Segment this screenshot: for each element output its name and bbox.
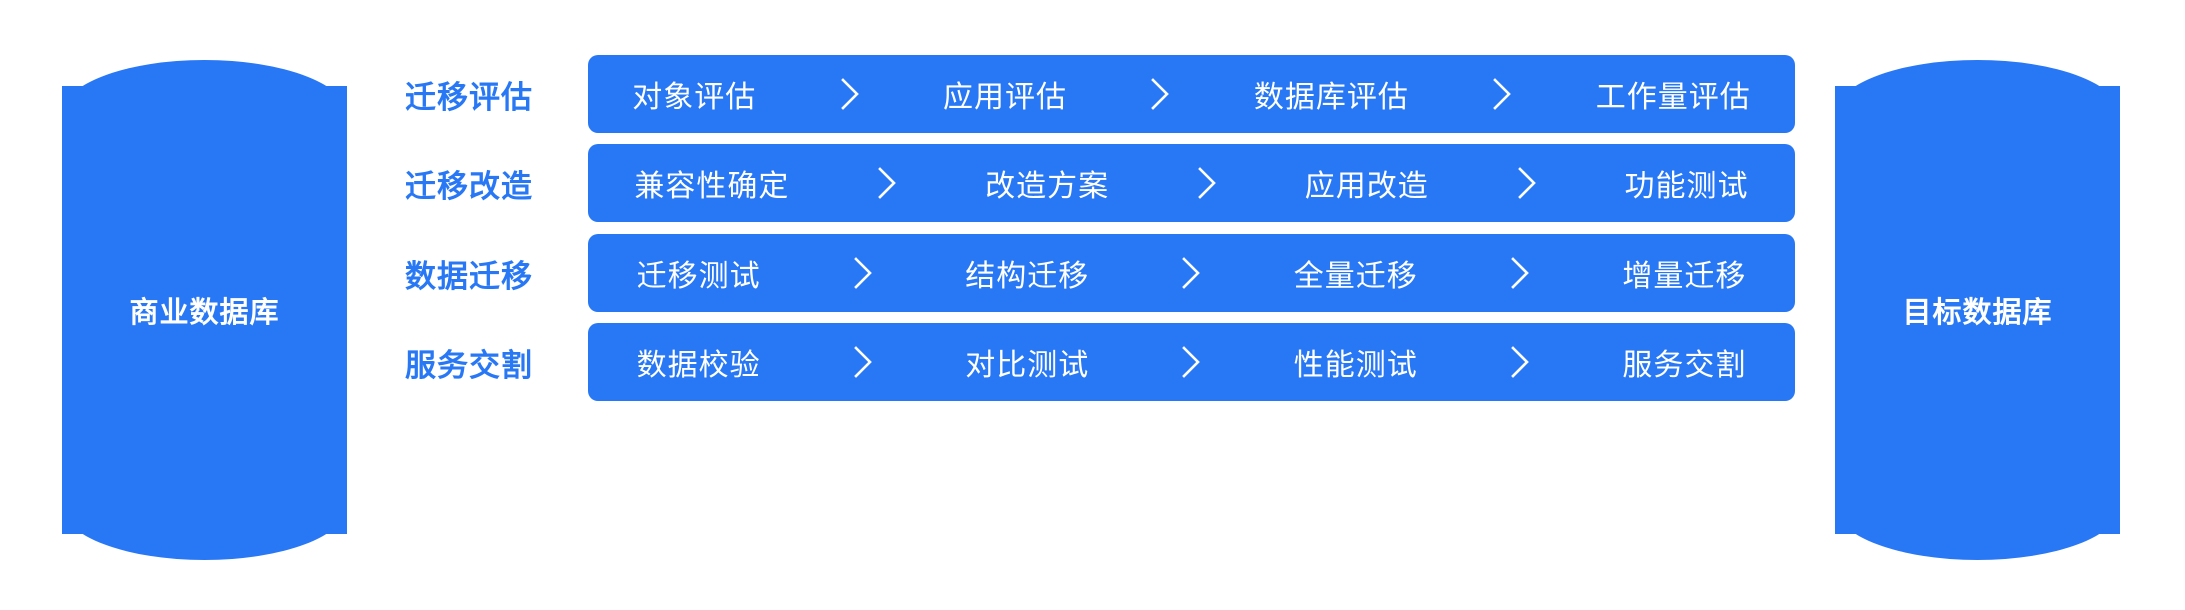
step-2-1[interactable]: 兼容性确定 bbox=[634, 170, 790, 203]
step-2-4[interactable]: 功能测试 bbox=[1624, 170, 1749, 203]
step-3-2[interactable]: 结构迁移 bbox=[965, 260, 1090, 293]
chevron-right-icon bbox=[1511, 346, 1529, 378]
phase-label-4: 服务交割 bbox=[405, 347, 533, 383]
source-database-cylinder: 商业数据库 bbox=[62, 60, 347, 560]
step-1-1[interactable]: 对象评估 bbox=[632, 81, 757, 114]
step-3-3[interactable]: 全量迁移 bbox=[1293, 260, 1418, 293]
step-2-3[interactable]: 应用改造 bbox=[1304, 170, 1429, 203]
phase-steps-bar-1: 对象评估 应用评估 数据库评估 工作量评估 bbox=[588, 55, 1795, 133]
step-4-4[interactable]: 服务交割 bbox=[1622, 349, 1747, 382]
chevron-right-icon bbox=[840, 78, 859, 110]
chevron-right-icon bbox=[1182, 346, 1201, 378]
chevron-right-icon bbox=[854, 257, 872, 289]
step-3-1[interactable]: 迁移测试 bbox=[636, 260, 761, 293]
step-4-2[interactable]: 对比测试 bbox=[965, 349, 1090, 382]
cylinder-body bbox=[62, 86, 347, 534]
step-1-3[interactable]: 数据库评估 bbox=[1253, 81, 1409, 114]
phase-row-3: 数据迁移 迁移测试 结构迁移 全量迁移 增量迁移 bbox=[405, 234, 1795, 312]
chevron-right-icon bbox=[1182, 257, 1201, 289]
phase-label-3: 数据迁移 bbox=[405, 258, 533, 294]
chevron-right-icon bbox=[1198, 167, 1216, 199]
chevron-right-icon bbox=[854, 346, 872, 378]
phase-row-1: 迁移评估 对象评估 应用评估 数据库评估 工作量评估 bbox=[405, 55, 1795, 133]
step-4-1[interactable]: 数据校验 bbox=[636, 349, 761, 382]
step-1-4[interactable]: 工作量评估 bbox=[1595, 81, 1751, 114]
phase-row-4: 服务交割 数据校验 对比测试 性能测试 服务交割 bbox=[405, 323, 1795, 401]
phase-label-2: 迁移改造 bbox=[405, 168, 533, 204]
target-database-cylinder: 目标数据库 bbox=[1835, 60, 2120, 560]
chevron-right-icon bbox=[1151, 78, 1170, 110]
phase-steps-bar-2: 兼容性确定 改造方案 应用改造 功能测试 bbox=[588, 144, 1795, 222]
chevron-right-icon bbox=[878, 167, 897, 199]
phase-steps-bar-4: 数据校验 对比测试 性能测试 服务交割 bbox=[588, 323, 1795, 401]
step-2-2[interactable]: 改造方案 bbox=[985, 170, 1110, 203]
source-database-label: 商业数据库 bbox=[129, 297, 280, 329]
phase-row-2: 迁移改造 兼容性确定 改造方案 应用改造 功能测试 bbox=[405, 144, 1795, 222]
chevron-right-icon bbox=[1517, 167, 1536, 199]
step-1-2[interactable]: 应用评估 bbox=[943, 81, 1068, 114]
step-4-3[interactable]: 性能测试 bbox=[1293, 349, 1418, 382]
chevron-right-icon bbox=[1493, 78, 1512, 110]
chevron-right-icon bbox=[1511, 257, 1529, 289]
cylinder-body bbox=[1835, 86, 2120, 534]
phase-steps-bar-3: 迁移测试 结构迁移 全量迁移 增量迁移 bbox=[588, 234, 1795, 312]
target-database-label: 目标数据库 bbox=[1902, 297, 2053, 329]
phase-label-1: 迁移评估 bbox=[405, 79, 533, 115]
step-3-4[interactable]: 增量迁移 bbox=[1622, 260, 1747, 293]
